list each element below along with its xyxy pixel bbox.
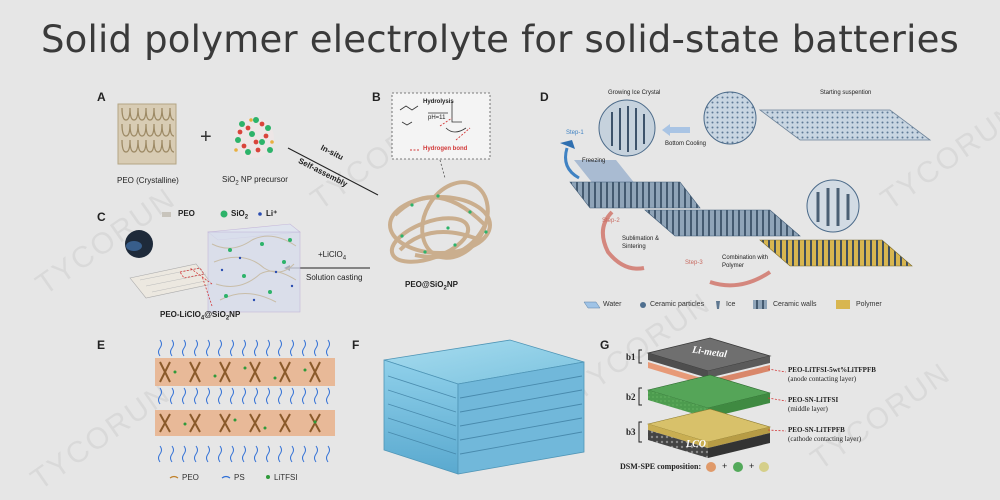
panel-c-cube [190, 224, 300, 312]
legend-ice-label: Ice [726, 301, 735, 308]
layer2-title: PEO-SN-LiTFSI [788, 396, 838, 404]
panel-d-starting-circle [704, 92, 756, 144]
plus-2: + [749, 461, 754, 471]
panel-c-sheet [130, 264, 212, 298]
panel-d-frozen-slab [570, 182, 700, 208]
starting-suspension-label: Starting suspention [820, 90, 871, 96]
bottom-cooling-arrow [662, 124, 690, 136]
layer1-title: PEO-LiTFSI-5wt%LiTFPFB [788, 366, 876, 374]
legend-litfsi-label: LiTFSI [274, 473, 298, 482]
panel-letter-a: A [97, 90, 106, 104]
legend-polymer-label: Polymer [856, 301, 882, 308]
solution-casting-label: Solution casting [306, 273, 362, 282]
layer3-sub: (cathode contacting layer) [788, 435, 861, 443]
lco-label: LCO [686, 439, 706, 450]
legend-ceramic-particles-label: Ceramic particles [650, 301, 704, 308]
b3-label: b3 [626, 427, 636, 437]
hydrogen-bond-label: Hydrogen bond [423, 146, 467, 152]
panel-d-ceramic-wall-circle [807, 180, 859, 232]
panel-letter-g: G [600, 338, 609, 352]
b1-label: b1 [626, 352, 636, 362]
step1-label: Step-1 [566, 130, 584, 136]
layer2-sub: (middle layer) [788, 405, 828, 413]
panel-letter-c: C [97, 210, 106, 224]
panel-d-growing-ice-circle [599, 100, 655, 156]
freezing-label: Freezing [582, 158, 605, 164]
legend-li-label: Li⁺ [266, 209, 277, 218]
sublimation-label: Sublimation & Sintering [622, 235, 666, 251]
legend-water-label: Water [603, 301, 621, 308]
panel-d-polymer-slab [760, 240, 912, 266]
panel-a-sio2-precursor [234, 117, 274, 158]
ph-label: pH=11 [428, 115, 445, 121]
panel-e-block-copolymer [155, 340, 335, 462]
add-liclo4-label: +LiClO4 [318, 250, 346, 262]
legend-ceramic-walls-label: Ceramic walls [773, 301, 817, 308]
panel-g-composition-dots [706, 462, 769, 472]
peo-sio2-np-label: PEO@SiO2NP [405, 280, 458, 292]
combination-label: Combination with Polymer [722, 254, 772, 270]
layer1-sub: (anode contacting layer) [788, 375, 856, 383]
legend-sio2-label: SiO2 [231, 209, 248, 221]
panel-b-hydrolysis-box [392, 93, 490, 178]
legend-ps-label: PS [234, 473, 245, 482]
panel-d-ceramic-walls-slab [645, 210, 800, 236]
panel-letter-e: E [97, 338, 105, 352]
peo-liclo4-sio2-np-label: PEO-LiClO4@SiO2NP [160, 310, 240, 322]
plus-1: + [722, 461, 727, 471]
panel-d-suspension-slab [760, 110, 930, 140]
bottom-cooling-label: Bottom Cooling [665, 141, 706, 147]
step3-arrow [710, 272, 770, 285]
hydrolysis-label: Hydrolysis [423, 99, 454, 105]
panel-f-layered-block [384, 340, 584, 474]
panel-letter-b: B [372, 90, 381, 104]
step2-label: Step-2 [602, 218, 620, 224]
peo-crystalline-label: PEO (Crystalline) [117, 176, 179, 185]
legend-peo-e-label: PEO [182, 473, 199, 482]
panel-a-peo-crystal [118, 104, 176, 164]
panel-b-peo-sio2-network [386, 170, 501, 270]
step3-label: Step-3 [685, 260, 703, 266]
composition-label: DSM-SPE composition: [620, 462, 701, 471]
growing-ice-label: Growing Ice Crystal [608, 90, 660, 96]
panel-letter-d: D [540, 90, 549, 104]
panel-letter-f: F [352, 338, 359, 352]
b2-label: b2 [626, 392, 636, 402]
layer3-title: PEO-SN-LiTFPFB [788, 426, 845, 434]
plus-sign: + [200, 126, 212, 149]
sio2-precursor-label: SiO2 NP precursor [222, 175, 288, 187]
panel-c-film-disc [125, 230, 153, 258]
legend-peo-label: PEO [178, 209, 195, 218]
